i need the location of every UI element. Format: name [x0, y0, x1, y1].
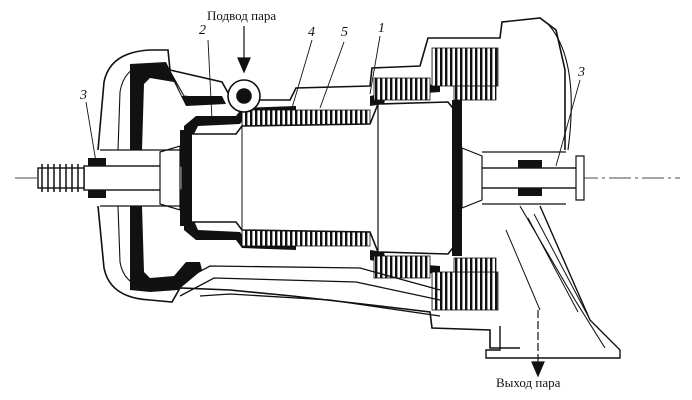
callout-3-right: 3: [578, 65, 585, 80]
callout-5: 5: [341, 25, 348, 40]
bearing-hubs: [159, 145, 585, 211]
outer-casing: [97, 17, 621, 359]
balance-pipe: [179, 265, 441, 317]
steam-inlet-arrow: [237, 26, 251, 74]
exhaust-hood-hatch: [505, 213, 589, 317]
callout-3-left: 3: [80, 88, 87, 103]
rotor-end-ribs: [180, 100, 462, 256]
callout-1: 1: [378, 21, 385, 36]
left-coupling-threads: [41, 164, 79, 192]
steam-outlet-label: Выход пара: [496, 375, 561, 390]
rotor-drum: [189, 101, 457, 255]
leader-lines: [85, 35, 581, 167]
steam-inlet-label: Подвод пара: [207, 8, 277, 23]
callout-4: 4: [308, 25, 315, 40]
steam-inlet-pipe: [227, 79, 261, 113]
bearing-pedestal-lines: [100, 149, 566, 207]
bearings: [88, 158, 542, 198]
callout-2: 2: [199, 23, 206, 38]
steam-outlet-arrow: [531, 310, 545, 378]
